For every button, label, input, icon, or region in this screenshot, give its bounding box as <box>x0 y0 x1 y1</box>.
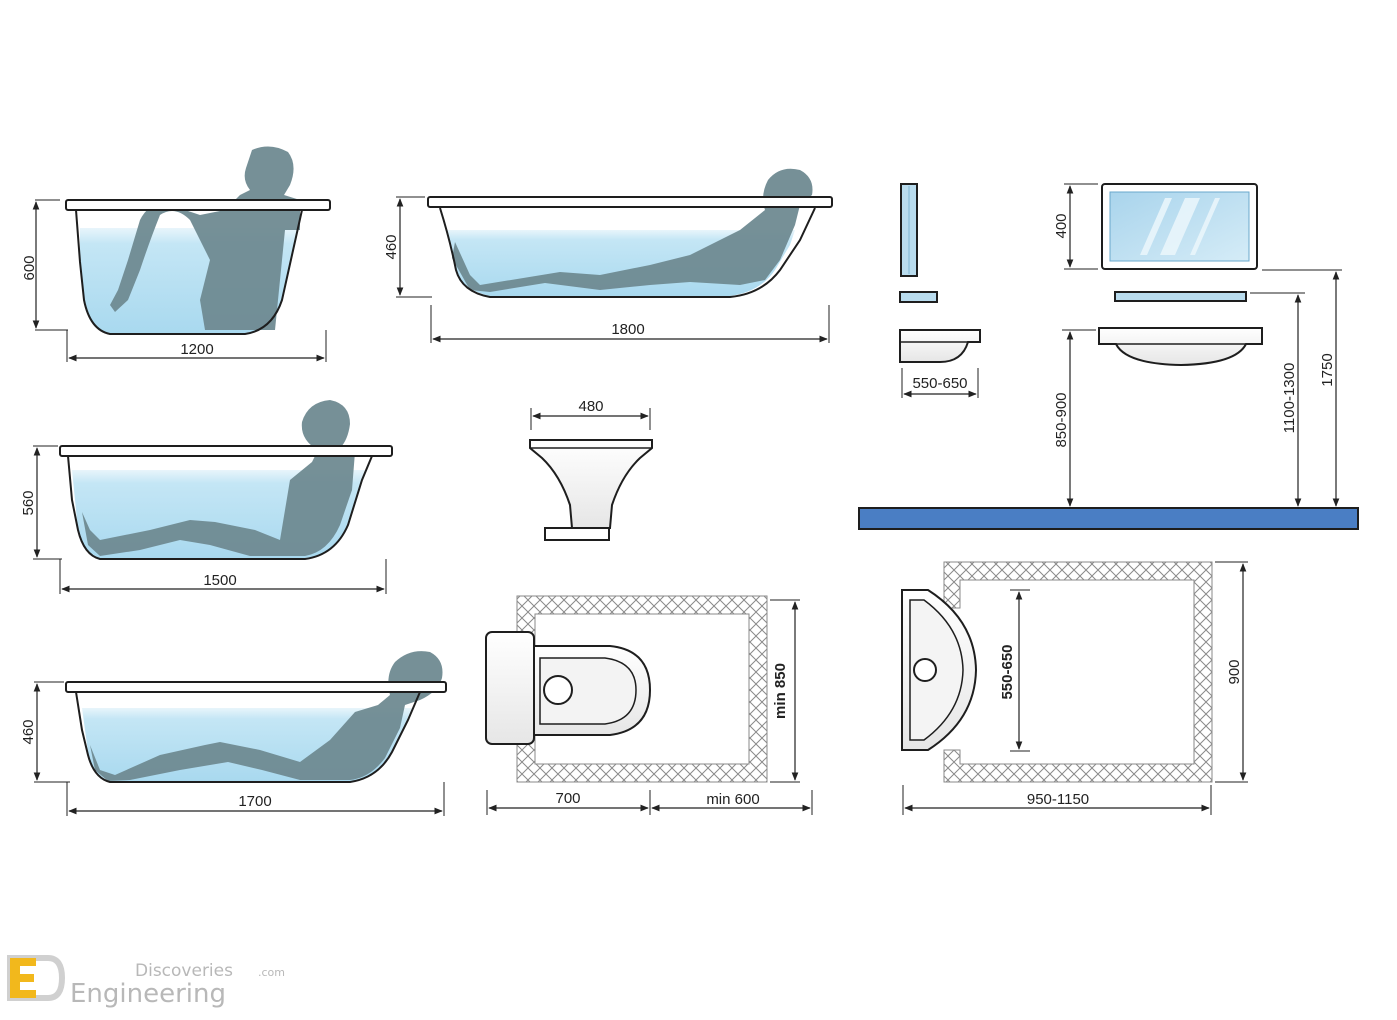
height-label: 560 <box>20 490 37 515</box>
height-leader <box>33 445 62 560</box>
brand-logo: Discoveries .com Engineering <box>7 955 285 1009</box>
toilet-bowl <box>529 439 653 529</box>
bather-silhouette <box>452 168 813 292</box>
shelf <box>1114 291 1247 302</box>
mirror-height-label: 400 <box>1053 213 1070 238</box>
tub-rim <box>59 445 393 457</box>
basin-height-label: 850-900 <box>1053 392 1070 447</box>
length-leader <box>59 559 387 594</box>
brand-mark-icon <box>7 955 66 1001</box>
height-label: 460 <box>383 234 400 259</box>
plan-length-leader <box>902 785 1212 815</box>
tub-shell <box>75 209 303 335</box>
mirror-bottom-label: 1100-1300 <box>1281 363 1298 434</box>
length-leader <box>66 782 445 816</box>
depth-leader <box>486 790 813 815</box>
bathtub-1700: 460 1700 <box>20 651 447 816</box>
plan-width-leader <box>1010 589 1030 752</box>
tub-shell <box>75 691 421 783</box>
depth-label: 700 <box>555 790 580 807</box>
toilet-tank <box>485 631 535 745</box>
bather-silhouette <box>82 400 355 556</box>
height-leader <box>35 199 68 331</box>
bather-silhouette <box>90 651 443 781</box>
height-leader <box>34 681 70 783</box>
brand-line-1-suffix: .com <box>258 966 285 979</box>
drain-hole <box>913 658 937 682</box>
floor-line <box>858 507 1359 530</box>
height-leader <box>396 196 432 298</box>
toilet-plan-view: min 850 700 min 600 <box>485 595 813 815</box>
bathtub-1200: 600 1200 <box>21 146 331 362</box>
width-leader <box>530 408 651 430</box>
length-leader <box>66 330 327 362</box>
clearance-zone-hatch <box>943 561 1213 783</box>
basin-side <box>899 329 981 363</box>
washbasin-front-view: 400 850-900 1100-1300 1750 <box>858 183 1359 530</box>
toilet-front-view: 480 <box>529 398 653 541</box>
plan-width-label: 550-650 <box>999 644 1016 699</box>
tub-shell <box>439 207 816 298</box>
bather-silhouette <box>110 146 300 330</box>
drain-hole <box>543 675 573 705</box>
length-label: 1700 <box>238 793 271 810</box>
length-leader <box>430 305 830 343</box>
shelf-side <box>899 291 938 303</box>
clearance-width-label: min 850 <box>772 663 789 719</box>
length-label: 1200 <box>180 341 213 358</box>
mirror-top-label: 1750 <box>1319 353 1336 386</box>
clearance-width-leader <box>770 599 800 783</box>
toilet-bowl-inner <box>539 657 637 725</box>
plan-depth-label: 900 <box>1226 659 1243 684</box>
tub-rim <box>65 199 331 211</box>
tub-rim <box>65 681 447 693</box>
tub-shell <box>67 455 373 560</box>
brand-line-2: Engineering <box>70 979 226 1009</box>
basin-front <box>1098 327 1263 367</box>
washbasin-plan-view: 550-650 900 950-1150 <box>901 561 1248 815</box>
bathtub-1800: 460 1800 <box>383 168 833 343</box>
plan-depth-leader <box>1215 561 1248 783</box>
length-label: 1800 <box>611 321 644 338</box>
side-depth-label: 550-650 <box>912 375 967 392</box>
plan-length-label: 950-1150 <box>1027 791 1089 808</box>
clearance-front-label: min 600 <box>706 791 759 808</box>
bathtub-1500: 560 1500 <box>20 400 393 594</box>
tub-rim <box>427 196 833 208</box>
height-label: 600 <box>21 255 38 280</box>
mirror-height-leader <box>1064 183 1098 270</box>
length-label: 1500 <box>203 572 236 589</box>
brand-line-1: Discoveries <box>135 961 233 981</box>
width-label: 480 <box>578 398 603 415</box>
height-label: 460 <box>20 719 37 744</box>
washbasin-side-view: 550-650 <box>899 183 981 398</box>
toilet-base <box>544 527 610 541</box>
side-depth-leader <box>901 368 979 398</box>
